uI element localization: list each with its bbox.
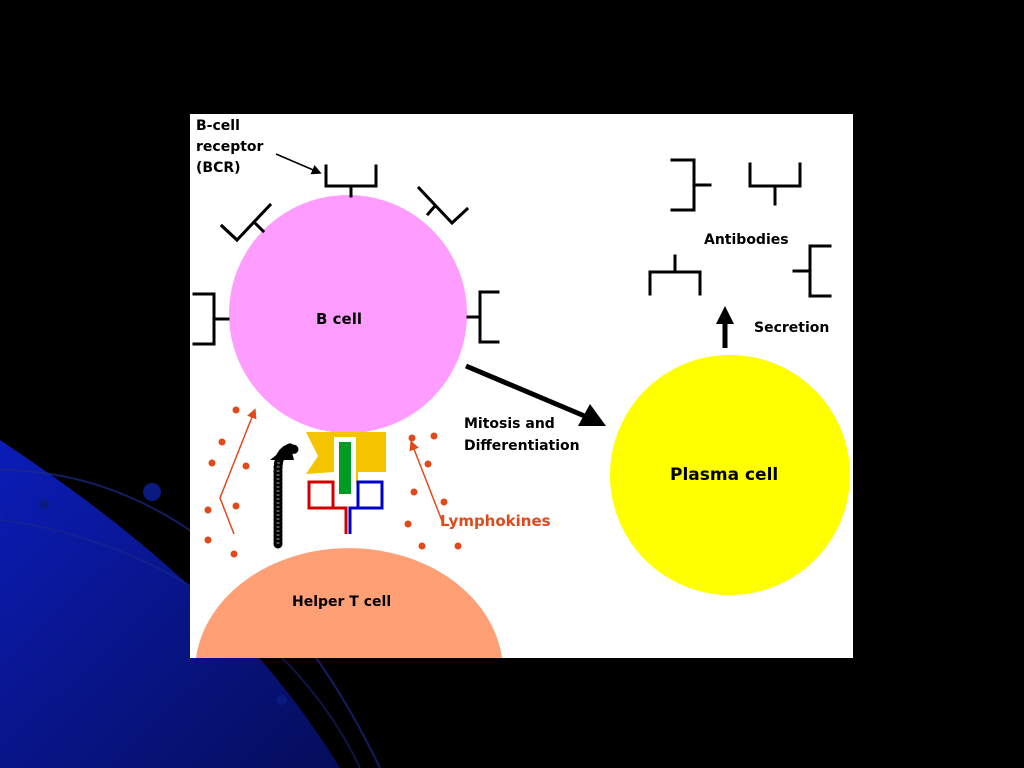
bcr-label-line2: receptor bbox=[196, 139, 264, 155]
lymphokine-arrow-right bbox=[409, 440, 445, 527]
decor-dot bbox=[143, 483, 161, 501]
antibody-2 bbox=[748, 162, 802, 206]
plasma-cell bbox=[610, 355, 850, 595]
bcr-label-line1: B-cell bbox=[196, 118, 240, 134]
secretion-arrow-head bbox=[716, 306, 734, 324]
b-cell-activation-diagram: B cell B- bbox=[192, 118, 850, 658]
secretion-label: Secretion bbox=[754, 320, 829, 336]
mhc-molecule bbox=[307, 480, 348, 534]
lymphokine-dots bbox=[204, 406, 462, 558]
b-cell-label: B cell bbox=[316, 310, 362, 328]
mitosis-label-line2: Differentiation bbox=[464, 438, 580, 454]
decor-dot bbox=[39, 499, 49, 509]
bcr-label-line3: (BCR) bbox=[196, 160, 241, 176]
mitosis-label-line1: Mitosis and bbox=[464, 416, 555, 432]
bcr-upper-left bbox=[219, 202, 273, 243]
plasma-cell-label: Plasma cell bbox=[670, 465, 778, 485]
b-cell bbox=[229, 195, 467, 433]
helper-t-cell bbox=[196, 548, 502, 658]
bcr-upper-right bbox=[416, 185, 470, 226]
antibody-4 bbox=[792, 244, 832, 298]
lymphokine-arrow-left bbox=[219, 408, 257, 535]
mitosis-arrow bbox=[465, 363, 598, 423]
antigen-peptide bbox=[339, 442, 351, 494]
costimulatory-molecule bbox=[270, 443, 301, 549]
antibody-1 bbox=[670, 158, 712, 212]
bcr-right bbox=[466, 290, 500, 344]
helper-t-cell-label: Helper T cell bbox=[292, 594, 391, 610]
t-cell-receptor bbox=[348, 480, 384, 534]
diagram-panel: B cell B- bbox=[190, 114, 853, 658]
bcr-pointer-arrow bbox=[275, 153, 322, 175]
bcr-left bbox=[192, 292, 230, 346]
blue-swoosh bbox=[0, 440, 340, 768]
antibody-3 bbox=[648, 254, 702, 296]
antibodies-label: Antibodies bbox=[704, 232, 789, 248]
bcr-top bbox=[324, 164, 378, 198]
mitosis-arrow-head bbox=[578, 404, 606, 426]
decor-dot bbox=[277, 695, 287, 705]
lymphokines-label: Lymphokines bbox=[440, 512, 551, 530]
